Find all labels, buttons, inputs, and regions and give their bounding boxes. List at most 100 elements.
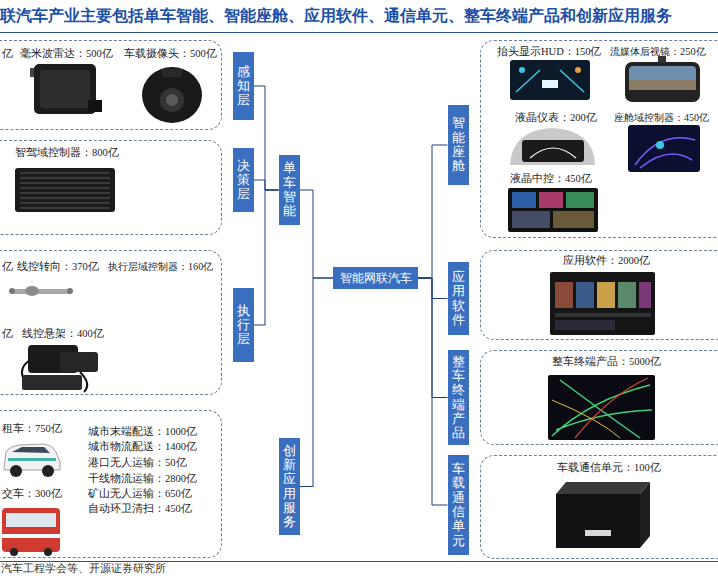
market-panel: 毫米波雷达：500亿车载摄像头：500亿	[0, 40, 222, 130]
category-bar: 整车终端产品	[448, 350, 469, 445]
bar-label: 感知层	[237, 65, 250, 108]
terminal-product-illustration-part	[552, 400, 620, 438]
cockpit-controller-illustration	[628, 125, 700, 172]
radar-illustration-part	[34, 64, 96, 114]
market-size-text: 线控转向：370亿	[17, 260, 99, 273]
market-size-text: 液晶仪表：200亿	[515, 111, 597, 124]
cut-off-fragment: 亿	[2, 260, 13, 273]
steering-rack-illustration	[9, 286, 73, 296]
category-bar: 车载通信单元	[448, 455, 469, 555]
bar-label: 决策层	[237, 159, 250, 202]
connector	[418, 278, 448, 299]
bar-label: 执行层	[237, 304, 250, 347]
app-software-illustration-part	[639, 282, 651, 308]
telematics-unit-illustration-part	[585, 530, 611, 536]
market-size-text: 车载摄像头：500亿	[124, 47, 217, 60]
camera-illustration-part	[142, 67, 202, 123]
center-display-illustration	[508, 188, 598, 232]
radar-illustration	[30, 64, 102, 114]
app-software-illustration-part	[576, 282, 594, 308]
robotaxi-illustration-part	[8, 458, 56, 461]
rule-lines	[0, 33, 718, 562]
air-suspension-illustration-part	[22, 360, 87, 392]
mirror-illustration-part	[629, 80, 696, 90]
app-software-illustration-part	[555, 282, 573, 308]
center-display-illustration-part	[512, 211, 550, 228]
mirror-illustration	[625, 56, 700, 102]
category-bar: 单车智能	[279, 155, 300, 225]
cockpit-controller-illustration-part	[656, 141, 664, 149]
controller-illustration-part	[20, 173, 110, 208]
hub-label: 智能网联汽车	[340, 271, 412, 285]
radar-illustration-part	[88, 100, 102, 112]
connector	[254, 86, 279, 190]
category-bar: 创新应用服务	[279, 438, 300, 535]
air-suspension-illustration-part	[22, 375, 82, 390]
center-display-illustration-part	[553, 211, 594, 228]
cluster-illustration-part	[530, 148, 576, 158]
market-size-text: 液晶中控：450亿	[510, 172, 592, 185]
market-size-text: 智驾域控制器：800亿	[15, 146, 119, 159]
market-size-text: 执行层域控制器：160亿	[108, 260, 213, 273]
bar-label: 车载通信单元	[452, 462, 465, 548]
cut-off-fragment: 亿	[2, 327, 13, 340]
cockpit-controller-illustration-part	[628, 125, 700, 172]
hud-illustration-part	[575, 67, 581, 73]
diagram-title: 联汽车产业主要包括单车智能、智能座舱、应用软件、通信单元、整车终端产品和创新应用…	[0, 6, 672, 26]
market-size-text: 座舱域控制器：450亿	[614, 111, 709, 124]
robotaxi-illustration-part	[12, 447, 50, 453]
telematics-unit-illustration-part	[556, 482, 650, 494]
steering-rack-illustration-part	[9, 288, 15, 294]
market-size-text: 交车：300亿	[2, 487, 62, 500]
category-bar: 智能座舱	[448, 105, 469, 185]
market-size-text: 城市末端配送：1000亿	[88, 425, 197, 438]
robotaxi-illustration	[4, 444, 60, 477]
app-software-illustration-part	[555, 313, 651, 317]
bus-illustration-part	[6, 513, 56, 527]
hub-box: 智能网联汽车	[333, 267, 418, 289]
app-software-illustration-part	[597, 282, 615, 308]
cluster-illustration-part	[510, 128, 595, 165]
hud-illustration-part	[516, 70, 584, 92]
hud-illustration-part	[519, 67, 525, 73]
market-panel: 抬头显示HUD：150亿流媒体后视镜：250亿液晶仪表：200亿座舱域控制器：4…	[480, 40, 718, 238]
connector	[300, 190, 334, 278]
center-display-illustration-part	[566, 192, 594, 208]
telematics-unit-illustration-part	[640, 482, 650, 548]
bar-label: 应用软件	[452, 270, 465, 327]
bus-illustration-part	[44, 548, 52, 556]
market-size-text: 港口无人运输：50亿	[88, 456, 187, 469]
market-size-text: 抬头显示HUD：150亿	[497, 45, 602, 58]
market-panel: 线控转向：370亿执行层域控制器：160亿线控悬架：400亿	[0, 250, 222, 395]
app-software-illustration	[550, 272, 655, 335]
cluster-illustration	[510, 128, 595, 165]
mirror-illustration-part	[629, 66, 696, 90]
connector	[300, 278, 334, 487]
connector	[418, 278, 448, 398]
steering-rack-illustration-part	[12, 289, 70, 294]
connector	[418, 278, 448, 505]
category-bar: 执行层	[233, 288, 254, 362]
market-size-text: 车载通信单元：100亿	[557, 461, 661, 474]
category-bar: 感知层	[233, 52, 254, 120]
market-panel: 应用软件：2000亿	[480, 250, 718, 340]
market-panel: 智驾域控制器：800亿	[0, 140, 222, 235]
connector	[418, 145, 448, 278]
bar-label: 单车智能	[283, 161, 296, 218]
camera-illustration	[142, 67, 202, 123]
bar-label: 整车终端产品	[452, 355, 465, 441]
bar-label: 创新应用服务	[283, 444, 296, 530]
category-bar: 决策层	[233, 148, 254, 212]
radar-illustration-part	[40, 70, 90, 108]
category-bar: 应用软件	[448, 262, 469, 335]
market-size-text: 毫米波雷达：500亿	[20, 47, 113, 60]
rule-lines-part	[0, 561, 718, 562]
mirror-illustration-part	[625, 62, 700, 102]
market-size-text: 应用软件：2000亿	[563, 254, 650, 267]
hud-illustration	[510, 60, 590, 100]
air-suspension-illustration-part	[60, 352, 98, 372]
telematics-unit-illustration-part	[556, 494, 640, 548]
market-size-text: 城市物流配送：1400亿	[88, 440, 197, 453]
hud-illustration-part	[510, 60, 590, 100]
